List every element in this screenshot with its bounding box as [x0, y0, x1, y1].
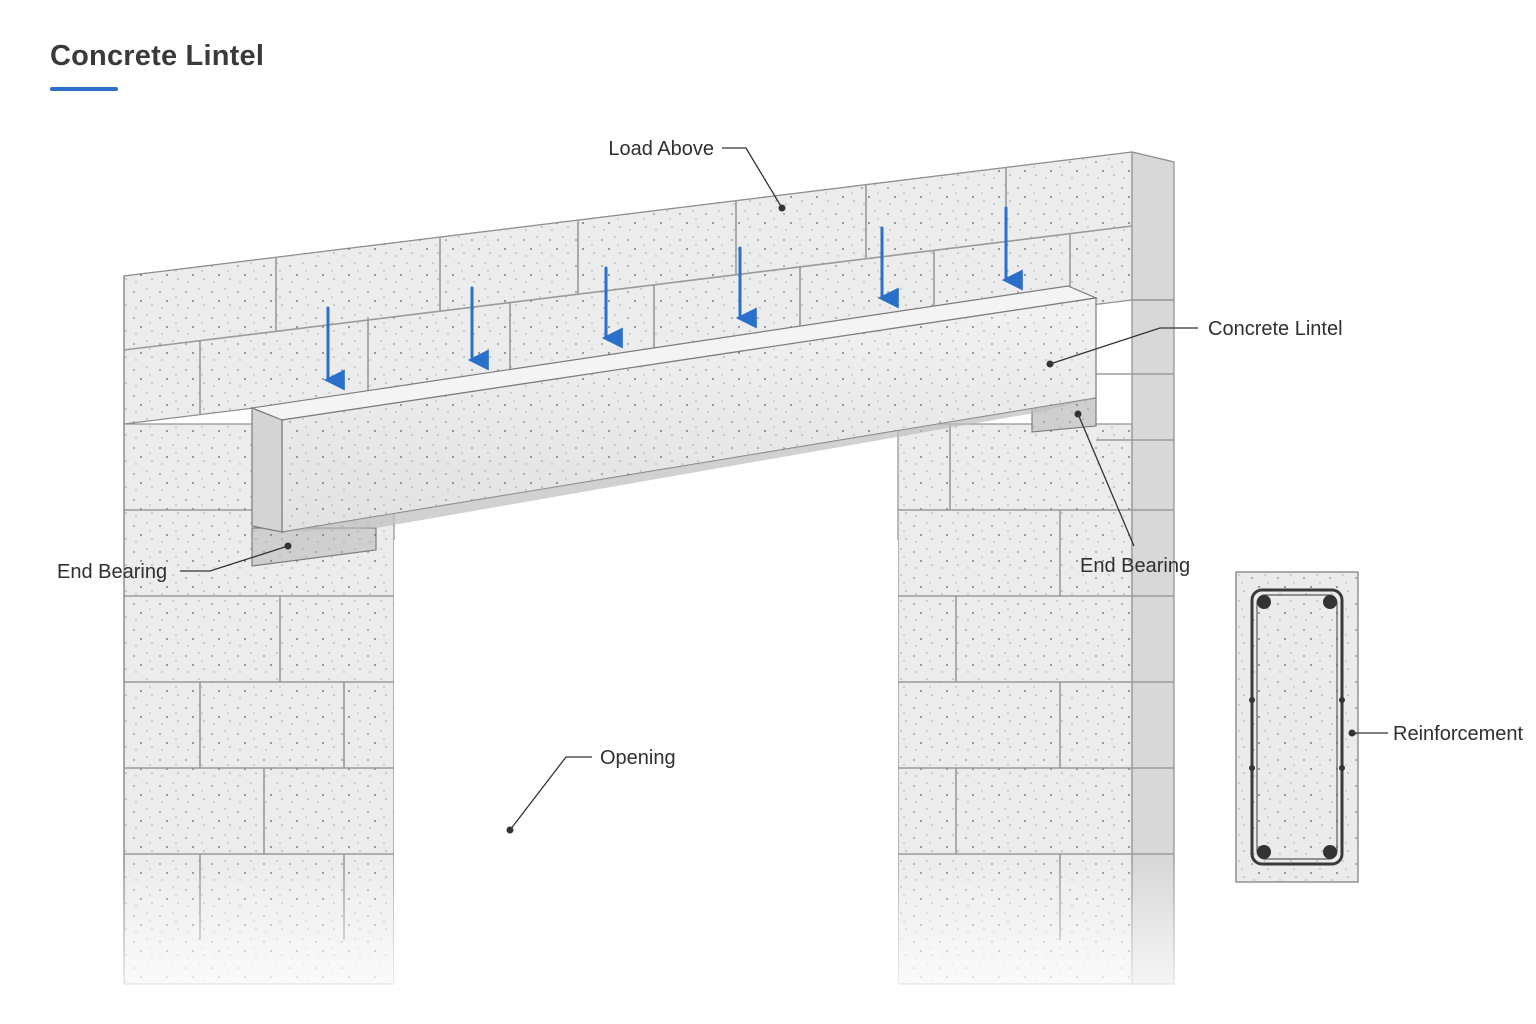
label-end-bearing-right: End Bearing	[1080, 555, 1190, 577]
label-load-above: Load Above	[608, 138, 714, 160]
label-concrete-lintel: Concrete Lintel	[1208, 318, 1343, 340]
bottom-fade	[100, 860, 1200, 1024]
reinforcement-section	[1236, 572, 1358, 882]
label-opening: Opening	[600, 747, 676, 769]
label-reinforcement: Reinforcement	[1393, 723, 1524, 745]
label-end-bearing-left: End Bearing	[57, 561, 167, 583]
